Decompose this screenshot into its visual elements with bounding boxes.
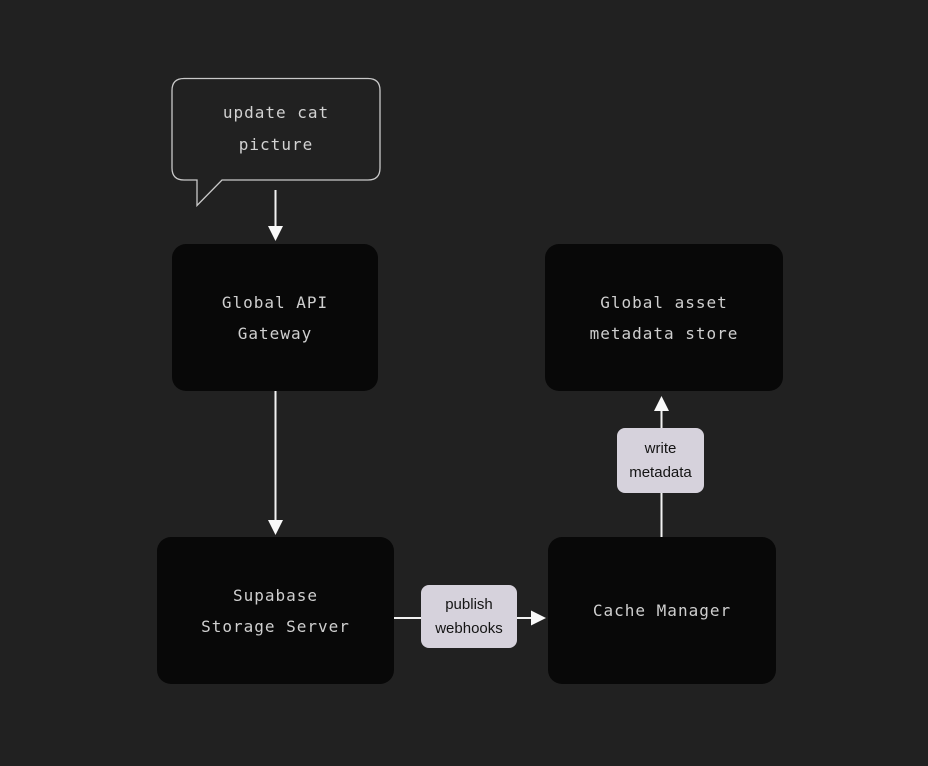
arrowhead-right	[531, 610, 546, 626]
speech-bubble-outline	[171, 77, 381, 208]
node-label-line: Global API	[221, 292, 329, 312]
node-global-api-gateway: Global API Gateway	[172, 244, 378, 391]
node-supabase-storage-server: Supabase Storage Server	[157, 537, 394, 684]
arrowhead-down-1	[268, 226, 283, 241]
bubble-text-line2: picture	[238, 135, 314, 154]
edge-label-line: webhooks	[435, 619, 503, 637]
edge-label-write-metadata: write metadata	[617, 428, 704, 493]
edge-label-line: publish	[445, 595, 493, 613]
node-label-line: metadata store	[589, 323, 739, 343]
edge-label-line: metadata	[629, 463, 692, 481]
bubble-text-line1: update cat	[222, 103, 330, 122]
arrowhead-down-2	[268, 520, 283, 535]
edge-label-publish-webhooks: publish webhooks	[421, 585, 517, 648]
node-cache-manager: Cache Manager	[548, 537, 776, 684]
node-label-line: Storage Server	[201, 616, 350, 636]
edge-label-line: write	[644, 439, 677, 457]
node-label-line: Gateway	[237, 323, 313, 343]
speech-bubble-update-cat-picture: update cat picture	[172, 78, 380, 180]
node-global-asset-metadata-store: Global asset metadata store	[545, 244, 783, 391]
arrowhead-up	[654, 396, 669, 411]
node-label-line: Supabase	[232, 585, 319, 605]
node-label-line: Global asset	[600, 292, 728, 312]
node-label-line: Cache Manager	[592, 601, 732, 620]
